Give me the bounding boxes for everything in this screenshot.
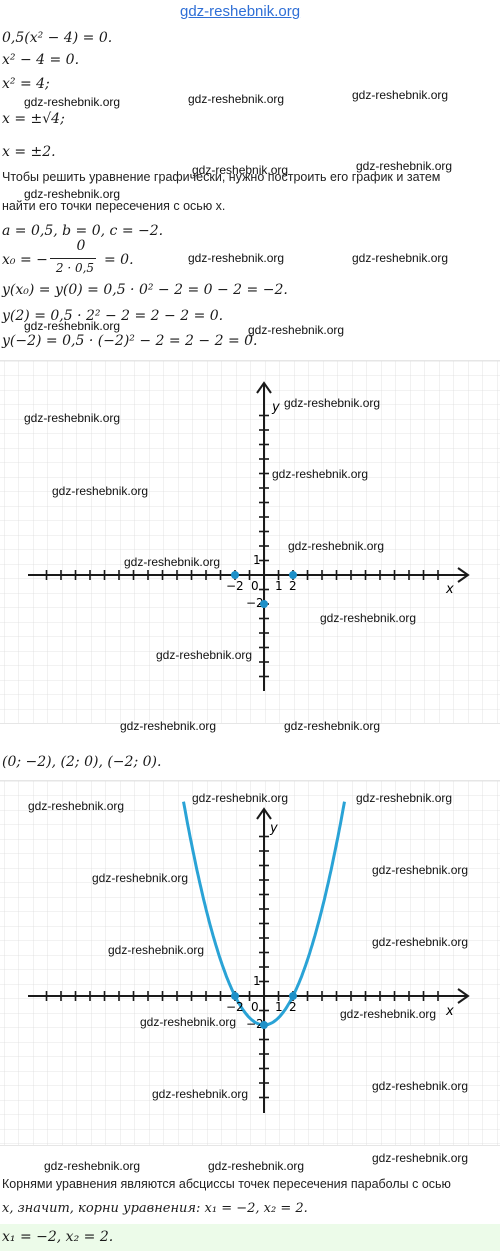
watermark: gdz-reshebnik.org	[24, 319, 121, 333]
watermark: gdz-reshebnik.org	[24, 187, 121, 201]
points-list: (0; −2), (2; 0), (−2; 0).	[2, 754, 162, 770]
watermark: gdz-reshebnik.org	[372, 935, 469, 949]
watermark: gdz-reshebnik.org	[192, 791, 289, 805]
watermark: gdz-reshebnik.org	[24, 411, 121, 425]
paragraph-2b: x, значит, корни уравнения: x₁ = −2, x₂ …	[2, 1201, 308, 1216]
graph-points: x y −2 0 1 2 1 −2	[0, 360, 500, 724]
watermark: gdz-reshebnik.org	[356, 159, 453, 173]
watermark: gdz-reshebnik.org	[140, 1015, 237, 1029]
watermark: gdz-reshebnik.org	[284, 396, 381, 410]
tick-label-2: 2	[289, 579, 297, 593]
paragraph-1a: Чтобы решить уравнение графически, нужно…	[2, 170, 441, 184]
paragraph-2a: Корнями уравнения являются абсциссы точе…	[2, 1177, 451, 1191]
tick-label-2: 2	[289, 1000, 297, 1014]
y-axis-arrow	[256, 381, 272, 394]
watermark: gdz-reshebnik.org	[156, 648, 253, 662]
watermark: gdz-reshebnik.org	[320, 611, 417, 625]
watermark: gdz-reshebnik.org	[340, 1007, 437, 1021]
watermark: gdz-reshebnik.org	[124, 555, 221, 569]
site-link[interactable]: gdz-reshebnik.org	[180, 3, 301, 20]
watermark: gdz-reshebnik.org	[152, 1087, 249, 1101]
x-axis-label: x	[445, 582, 454, 597]
watermark: gdz-reshebnik.org	[192, 163, 289, 177]
fraction-bar	[50, 258, 96, 259]
answer-text: x₁ = −2, x₂ = 2.	[2, 1229, 114, 1245]
graph-parabola: x y −2 0 1 2 1 −2	[0, 780, 500, 1146]
graph-parabola-svg: x y −2 0 1 2 1 −2	[0, 781, 500, 1145]
watermark: gdz-reshebnik.org	[352, 88, 449, 102]
watermark: gdz-reshebnik.org	[208, 1159, 305, 1173]
eq-line-4: x = ±√4;	[2, 111, 65, 127]
point-0-neg2	[260, 1021, 268, 1029]
eq-line-3: x² = 4;	[2, 76, 50, 92]
watermark: gdz-reshebnik.org	[24, 95, 121, 109]
watermark: gdz-reshebnik.org	[248, 323, 345, 337]
tick-label-1: 1	[275, 579, 283, 593]
point-0-neg2	[260, 600, 268, 608]
eq-line-5: x = ±2.	[2, 144, 56, 160]
watermark: gdz-reshebnik.org	[52, 484, 149, 498]
watermark: gdz-reshebnik.org	[28, 799, 125, 813]
tick-label-neg2: −2	[226, 579, 244, 593]
watermark: gdz-reshebnik.org	[120, 719, 217, 733]
watermark: gdz-reshebnik.org	[356, 791, 453, 805]
answer-box: x₁ = −2, x₂ = 2.	[0, 1224, 500, 1251]
watermark: gdz-reshebnik.org	[108, 943, 205, 957]
fraction-numerator: 0	[76, 238, 86, 254]
eq-line-2: x² − 4 = 0.	[2, 52, 80, 68]
tick-label-y1: 1	[253, 974, 261, 988]
x-axis-label: x	[445, 1004, 454, 1019]
eq-vertex-x-left: x₀ = −	[2, 252, 48, 268]
watermark: gdz-reshebnik.org	[372, 1079, 469, 1093]
watermark: gdz-reshebnik.org	[284, 719, 381, 733]
point-neg2-0	[231, 992, 239, 1000]
x-axis-arrow	[457, 988, 470, 1004]
watermark: gdz-reshebnik.org	[188, 251, 285, 265]
watermark: gdz-reshebnik.org	[44, 1159, 141, 1173]
y-axis-arrow	[256, 807, 272, 820]
x-axis-arrow	[457, 567, 470, 583]
eq-coefficients: a = 0,5, b = 0, c = −2.	[2, 223, 164, 239]
point-2-0	[289, 992, 297, 1000]
eq-line-1: 0,5(x² − 4) = 0.	[2, 30, 113, 46]
graph-points-svg: x y −2 0 1 2 1 −2	[0, 361, 500, 723]
grid	[0, 781, 500, 1145]
fraction-denominator: 2 · 0,5	[55, 261, 95, 275]
y-axis-label: y	[271, 400, 280, 415]
tick-label-yneg2: −2	[246, 1017, 264, 1031]
paragraph-1b: найти его точки пересечения с осью x.	[2, 199, 226, 213]
tick-label-1: 1	[275, 1000, 283, 1014]
tick-label-origin: 0	[251, 579, 259, 593]
tick-label-y1: 1	[253, 553, 261, 567]
eq-y-neg2: y(−2) = 0,5 · (−2)² − 2 = 2 − 2 = 0.	[2, 333, 258, 349]
watermark: gdz-reshebnik.org	[92, 871, 189, 885]
point-2-0	[289, 571, 297, 579]
watermark: gdz-reshebnik.org	[188, 92, 285, 106]
tick-label-neg2: −2	[226, 1000, 244, 1014]
watermark: gdz-reshebnik.org	[272, 467, 369, 481]
tick-label-yneg2: −2	[246, 596, 264, 610]
watermark: gdz-reshebnik.org	[352, 251, 449, 265]
eq-y-2: y(2) = 0,5 · 2² − 2 = 2 − 2 = 0.	[2, 308, 224, 324]
watermark: gdz-reshebnik.org	[372, 1151, 469, 1165]
watermark: gdz-reshebnik.org	[288, 539, 385, 553]
grid	[0, 361, 500, 723]
y-axis-label: y	[269, 821, 278, 836]
point-neg2-0	[231, 571, 239, 579]
eq-y-x0: y(x₀) = y(0) = 0,5 · 0² − 2 = 0 − 2 = −2…	[2, 282, 288, 298]
watermark: gdz-reshebnik.org	[372, 863, 469, 877]
eq-vertex-x-right: = 0.	[104, 252, 134, 268]
tick-label-origin: 0	[251, 1000, 259, 1014]
